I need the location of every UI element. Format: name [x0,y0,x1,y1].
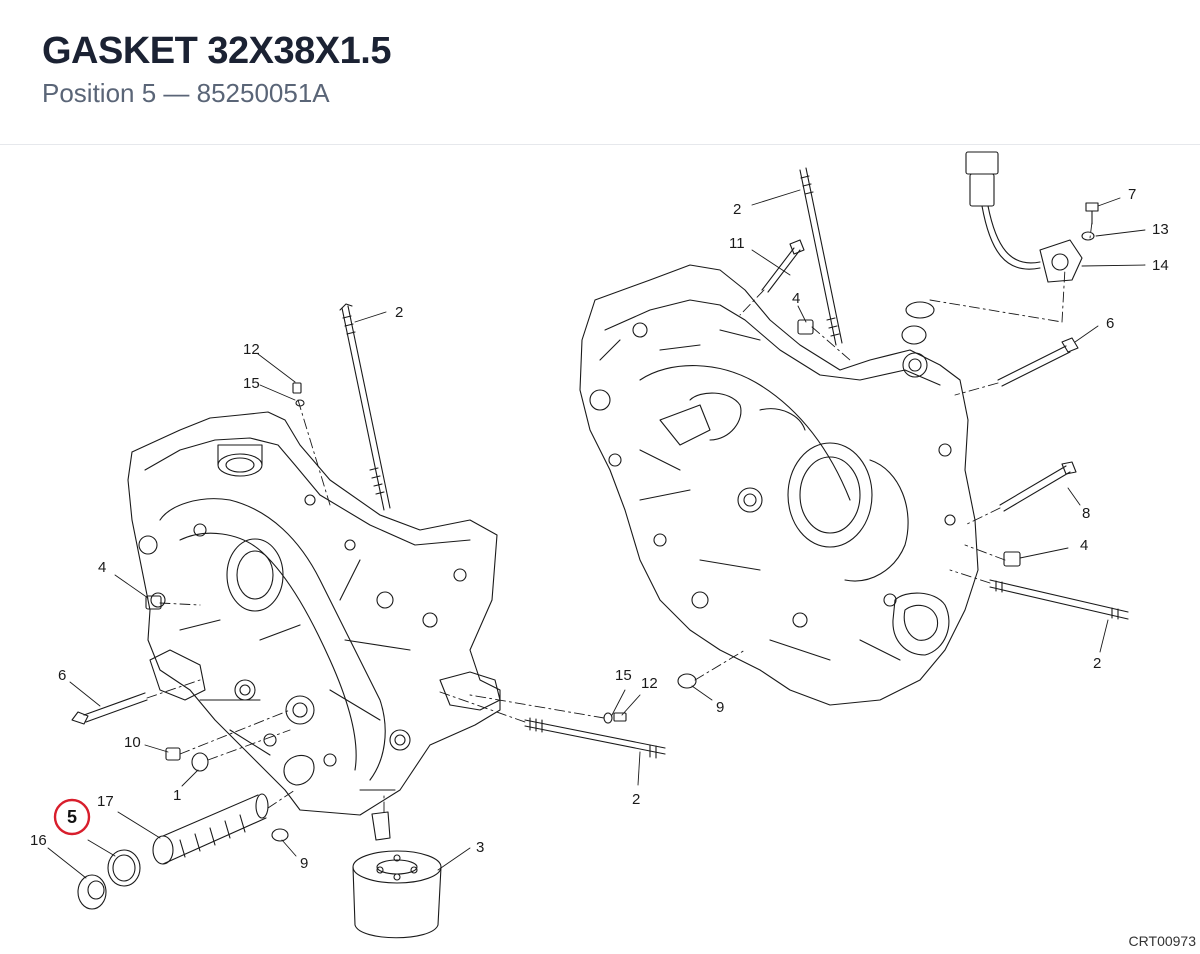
callout-13: 13 [1152,221,1169,238]
callout-14: 14 [1152,257,1169,274]
callout-16: 16 [30,832,47,849]
dowels [145,319,1021,761]
callout-15: 15 [243,375,260,392]
callout-2: 2 [395,304,403,321]
page-title: GASKET 32X38X1.5 [42,30,391,72]
callout-15: 15 [615,667,632,684]
filter-strainer [152,793,269,865]
diagram-canvas: 2 11 4 2 12 15 4 6 10 1 17 16 9 3 2 15 1… [30,151,1169,939]
highlighted-position-number: 5 [67,807,77,827]
part-position-subtitle: Position 5 — 85250051A [42,78,330,108]
callout-3: 3 [476,839,484,856]
assembly-lines [146,221,1093,813]
callout-9: 9 [716,699,724,716]
callout-12: 12 [243,341,260,358]
highlight-ring [53,798,91,836]
callout-6: 6 [58,667,66,684]
callout-11: 11 [729,235,745,252]
stud-bolts [339,167,1129,759]
right-crankcase-half [579,264,979,706]
page-header: GASKET 32X38X1.5 Position 5 — 85250051A [0,0,1200,145]
left-crankcase-half [127,411,501,816]
callout-labels: 2 11 4 2 12 15 4 6 10 1 17 16 9 3 2 15 1… [30,186,1169,872]
callout-4: 4 [792,290,800,307]
callout-10: 10 [124,734,141,751]
highlighted-callout-5[interactable]: 5 [53,798,91,836]
diagram-reference-code: CRT00973 [1128,933,1196,949]
callout-2: 2 [632,791,640,808]
callout-12: 12 [641,675,658,692]
callout-7: 7 [1128,186,1136,203]
callout-8: 8 [1082,505,1090,522]
gasket-32x38x1-5 [107,849,141,887]
callout-4: 4 [1080,537,1088,554]
drain-plug [77,874,107,910]
o-rings [191,231,1095,842]
speed-sensor [965,151,1083,283]
leader-lines [47,189,1146,879]
callout-2: 2 [1093,655,1101,672]
exploded-parts-diagram: 2 11 4 2 12 15 4 6 10 1 17 16 9 3 2 15 1… [0,145,1200,954]
callout-1: 1 [173,787,181,804]
callout-4: 4 [98,559,106,576]
callout-2: 2 [733,201,741,218]
callout-9: 9 [300,855,308,872]
callout-17: 17 [97,793,114,810]
oil-filter [352,811,442,939]
callout-6: 6 [1106,315,1114,332]
